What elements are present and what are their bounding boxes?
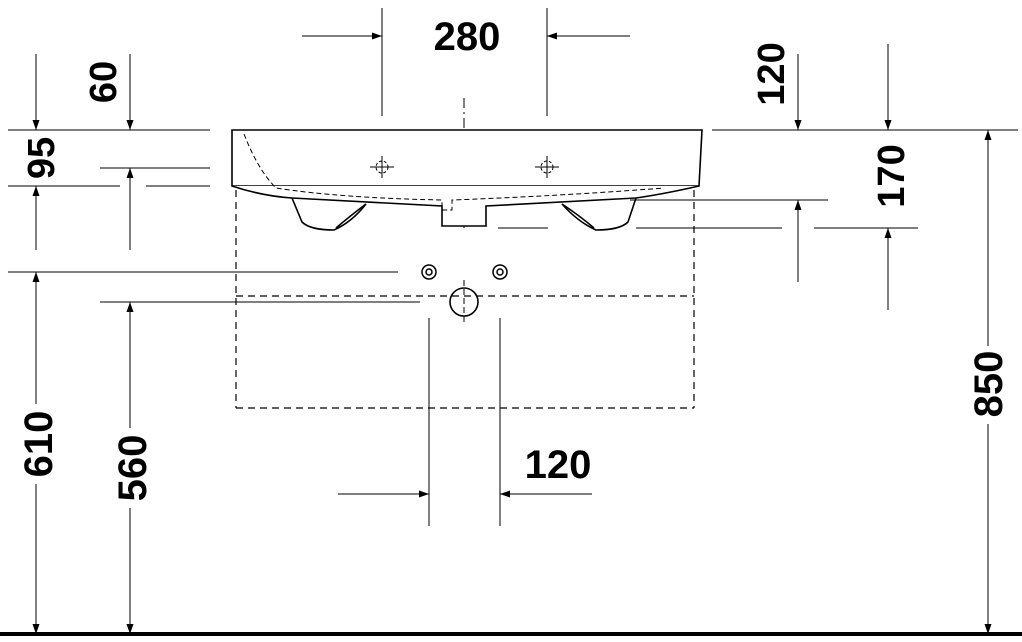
dim-label-610: 610 <box>17 411 61 478</box>
vanity-outline <box>235 190 695 409</box>
dimension-arrows <box>32 32 992 634</box>
dim-label-60: 60 <box>83 61 125 103</box>
dim-label-850: 850 <box>967 351 1011 418</box>
wall-fixing-holes <box>421 264 508 280</box>
basin-body <box>231 129 703 231</box>
tap-hole-left <box>370 156 394 178</box>
basin-inner-contour <box>243 133 665 211</box>
dim-label-170: 170 <box>871 144 913 207</box>
dim-label-280: 280 <box>434 15 501 59</box>
tap-hole-right <box>535 156 559 178</box>
dim-label-95: 95 <box>21 137 63 179</box>
drain-hole <box>449 280 479 324</box>
extension-lines <box>8 8 1018 526</box>
dim-label-120-bottom: 120 <box>525 443 592 487</box>
dim-label-560: 560 <box>111 435 155 502</box>
dim-label-120-top: 120 <box>751 42 793 105</box>
